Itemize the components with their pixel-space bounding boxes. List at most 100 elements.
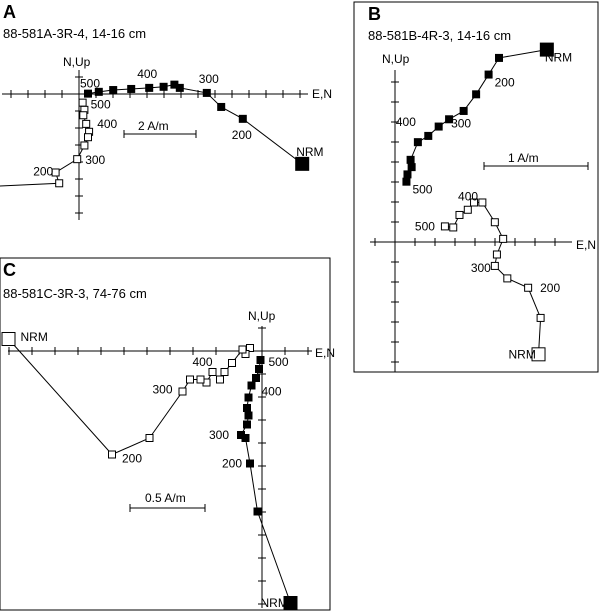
panel-c-horizontal-point — [244, 393, 253, 402]
panel-a-vertical-point — [84, 133, 92, 142]
panel-b-title: 88-581B-4R-3, 14-16 cm — [368, 28, 511, 43]
panel-c-horizontal-step-label: NRM — [261, 596, 288, 610]
panel-a-vertical-step-label: 500 — [91, 98, 111, 112]
panel-c-vertical-point — [178, 387, 187, 396]
panel-a-scale-bar-label: 2 A/m — [138, 119, 169, 133]
panel-c-horizontal-point — [241, 434, 250, 442]
panel-b-horizontal-point — [407, 163, 416, 172]
panel-b-vertical-point — [490, 218, 499, 227]
panel-a-vertical-step-label: 300 — [85, 153, 105, 167]
panel-b-vertical-point — [478, 198, 487, 207]
panel-a-horizontal-line — [87, 84, 303, 165]
panel-a-vertical-point — [82, 119, 91, 128]
panel-b-horizontal-point — [434, 122, 443, 131]
panel-b-vertical-step-label: 500 — [415, 219, 435, 233]
panel-b-horizontal-step-label: 400 — [396, 115, 416, 129]
panel-a-vertical-step-label: 400 — [97, 117, 117, 131]
panel-a-y-axis-label: N,Up — [63, 55, 91, 69]
panel-a-vertical-point — [73, 155, 82, 164]
panel-c-vertical-point — [216, 375, 224, 384]
panel-c-horizontal-step-label: 400 — [262, 385, 282, 399]
panel-c: C 88-581C-3R-3, 74-76 cm N,Up E,N 0.5 A/… — [0, 257, 335, 611]
panel-b-horizontal-point — [495, 53, 503, 62]
panel-c-frame — [0, 257, 331, 611]
panel-c-vertical-point — [186, 375, 194, 384]
panel-a-vertical-point — [78, 98, 87, 107]
panel-b-vertical-point — [499, 234, 508, 243]
panel-b-vertical-step-label: 300 — [471, 261, 491, 275]
panel-c-horizontal-point — [253, 507, 262, 516]
panel-c-vertical-step-label: NRM — [21, 330, 48, 344]
panel-b-vertical-point — [440, 222, 449, 231]
panel-c-vertical-point — [208, 368, 217, 376]
panel-b-vertical-point — [524, 283, 533, 292]
panel-b-horizontal-step-label: 300 — [451, 116, 471, 130]
panel-b-y-axis-label: N,Up — [382, 52, 410, 66]
panel-c-horizontal-point — [252, 374, 260, 382]
panel-b-letter: B — [368, 4, 381, 24]
panel-b-horizontal-point — [459, 106, 468, 115]
panel-a-horizontal-step-label: 200 — [232, 128, 252, 142]
panel-c-horizontal-step-label: 200 — [222, 457, 242, 471]
panel-b-horizontal-point — [445, 115, 454, 124]
panel-b-vertical-step-label: NRM — [509, 347, 536, 361]
panel-b-vertical-point — [463, 205, 472, 214]
panel-a-horizontal-point — [109, 86, 118, 95]
panel-c-vertical-point — [238, 345, 247, 354]
panel-b-horizontal-step-label: 500 — [412, 183, 432, 197]
panel-b-vertical-point — [455, 210, 464, 219]
panel-a-horizontal-step-label: 400 — [137, 67, 157, 81]
panel-a-vertical-point — [55, 179, 64, 188]
panel-a: A 88-581A-3R-4, 14-16 cm N,Up E,N 2 A/m … — [0, 2, 332, 220]
panel-b-horizontal-point — [402, 177, 411, 186]
panel-b-horizontal-point — [472, 90, 481, 99]
panel-c-vertical-step-label: 300 — [153, 383, 173, 397]
panel-c-horizontal-point — [255, 365, 263, 373]
panel-b-horizontal-point — [539, 42, 554, 57]
panel-a-horizontal-point — [217, 102, 226, 111]
panel-c-vertical-step-label: 400 — [193, 355, 213, 369]
panel-c-vertical-point — [220, 368, 229, 376]
panel-b-vertical-point — [449, 223, 458, 232]
panel-c-letter: C — [3, 260, 16, 280]
panel-c-horizontal-point — [246, 459, 254, 468]
panel-a-letter: A — [3, 2, 16, 22]
panel-b-vertical-point — [492, 250, 501, 259]
panel-b-vertical-step-label: 400 — [458, 189, 478, 203]
panel-b-frame — [353, 1, 599, 373]
panel-b-scale-bar-label: 1 A/m — [508, 151, 539, 165]
panel-b-horizontal-point — [413, 138, 422, 147]
panel-a-horizontal-point — [127, 84, 136, 93]
panel-c-vertical-point — [1, 332, 16, 346]
panel-b-horizontal-point — [406, 155, 415, 164]
panel-a-horizontal-step-label: NRM — [296, 145, 323, 159]
panel-b-horizontal-step-label: 200 — [495, 76, 515, 90]
panel-b-x-axis-label: E,N — [576, 238, 596, 252]
panel-a-vertical-point — [79, 111, 88, 120]
panel-a-title: 88-581A-3R-4, 14-16 cm — [3, 26, 146, 41]
panel-b-horizontal-step-label: NRM — [545, 51, 572, 65]
panel-a-vertical-step-label: 200 — [33, 164, 53, 178]
panel-a-vertical-point — [80, 141, 89, 150]
panel-a-x-axis-label: E,N — [312, 87, 332, 101]
panel-c-horizontal-point — [256, 356, 265, 364]
panel-c-horizontal-step-label: 300 — [209, 428, 229, 442]
panel-c-vertical-point — [228, 359, 236, 367]
panel-b-vertical-point — [503, 274, 512, 283]
panel-a-horizontal-point — [295, 156, 310, 171]
panel-a-horizontal-point — [145, 83, 154, 92]
panel-c-x-axis-label: E,N — [315, 346, 335, 360]
panel-b: B 88-581B-4R-3, 14-16 cm N,Up E,N 1 A/m … — [353, 1, 599, 373]
panel-c-horizontal-point — [244, 411, 253, 420]
panel-b-horizontal-point — [484, 70, 493, 79]
panel-a-horizontal-point — [159, 82, 168, 91]
panel-a-horizontal-point — [94, 87, 103, 96]
panel-b-vertical-point — [536, 313, 545, 322]
panel-a-horizontal-point — [84, 89, 92, 98]
panel-c-y-axis-label: N,Up — [248, 309, 276, 323]
panel-c-scale-bar-label: 0.5 A/m — [145, 491, 186, 505]
panel-c-horizontal-step-label: 500 — [269, 355, 289, 369]
